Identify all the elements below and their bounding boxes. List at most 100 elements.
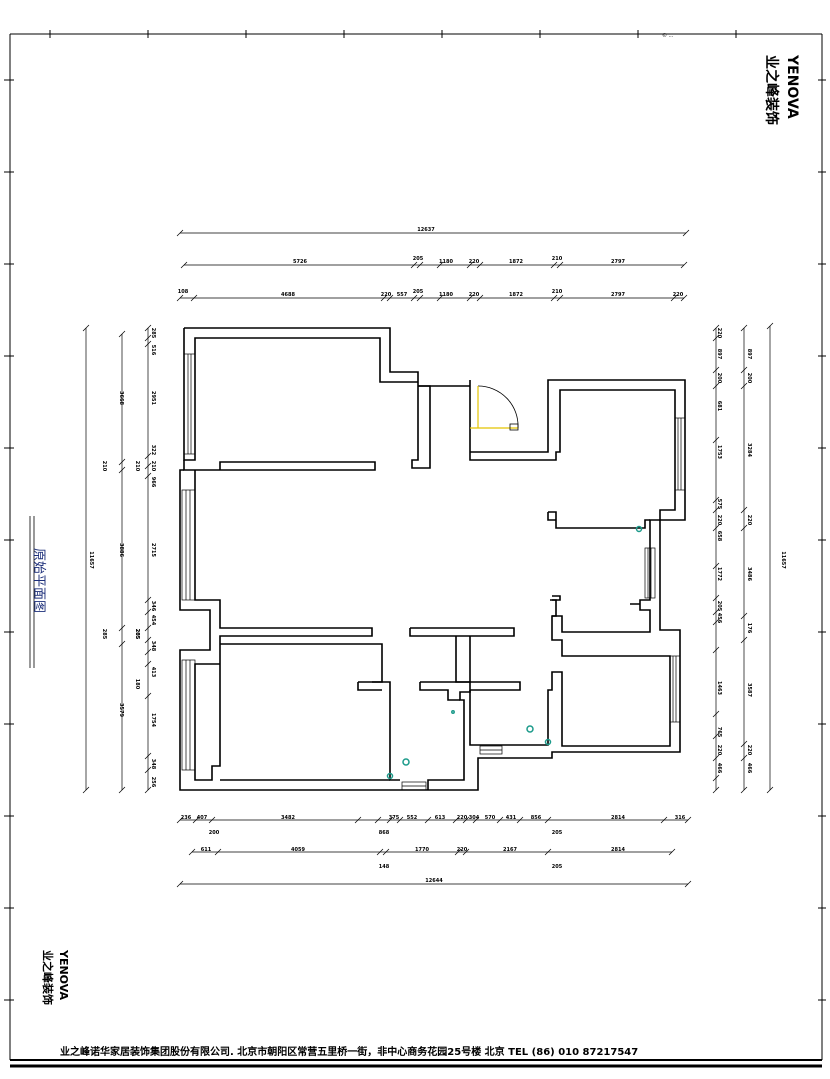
dim-right-inner: 200	[716, 373, 722, 384]
dim-right-outer: 466	[746, 763, 752, 774]
dimension-tick	[208, 816, 216, 824]
dimension-tick	[424, 816, 432, 824]
dimension-tick	[556, 261, 564, 269]
dim-left-inner: 2951	[150, 391, 156, 405]
dimension-tick	[766, 322, 774, 330]
logo-brand-en: YENOVA	[784, 55, 800, 119]
dimension-tick	[462, 848, 470, 856]
dimension-tick	[740, 324, 748, 332]
dimension-tick	[410, 294, 418, 302]
dimension-tick	[740, 754, 748, 762]
dim-bottom-r1-sub: 200	[209, 830, 220, 836]
dim-right-inner: 205	[716, 601, 722, 612]
dim-left-mid: 3668	[118, 391, 124, 405]
dim-top-r1: 220	[469, 259, 480, 265]
dim-right-inner: 575	[716, 499, 722, 510]
dimension-tick	[118, 786, 126, 794]
dimension-tick	[176, 816, 184, 824]
entry-door	[470, 385, 519, 431]
dimension-tick	[556, 294, 564, 302]
dim-bottom-r2: 1770	[415, 847, 429, 853]
dimension-tick	[668, 848, 676, 856]
dimension-tick	[354, 816, 362, 824]
dimension-tick	[144, 636, 152, 644]
dimension-tick	[144, 452, 152, 460]
dim-bottom-r1: 431	[506, 815, 517, 821]
fixture-drain	[386, 772, 394, 780]
dim-bottom-r1: 316	[675, 815, 686, 821]
dim-right-outer: 220	[746, 515, 752, 526]
dimension-tick	[176, 294, 184, 302]
dim-right-inner: 897	[716, 349, 722, 360]
dimension-tick	[144, 340, 152, 348]
dimension-tick	[550, 261, 558, 269]
dim-bottom-r2-sub: 205	[552, 864, 563, 870]
company-footer: 业之峰诺华家居装饰集团股份有限公司. 北京市朝阳区常营五里桥一街，非中心商务花园…	[60, 1047, 639, 1058]
dim-left-inner: 180	[134, 679, 140, 690]
dim-left-inner: 205	[134, 629, 140, 640]
dim-bottom-r1: 570	[485, 815, 496, 821]
logo-brand-cn: 业之峰装饰	[41, 950, 54, 1005]
dimension-tick	[670, 294, 678, 302]
dim-left-inner: 454	[150, 615, 156, 626]
dimension-tick	[740, 382, 748, 390]
dimension-tick	[476, 294, 484, 302]
dimension-tick	[416, 294, 424, 302]
dimension-tick	[376, 848, 384, 856]
dimension-tick	[416, 261, 424, 269]
dimension-tick	[462, 816, 470, 824]
dim-right-inner: 658	[716, 531, 722, 542]
dimension-tick	[436, 261, 444, 269]
dimension-tick	[144, 660, 152, 668]
dim-left-inner: 348	[150, 641, 156, 652]
dimension-tick	[466, 261, 474, 269]
dimension-tick	[712, 774, 720, 782]
dim-right-outer: 3587	[746, 683, 752, 697]
dimension-tick	[144, 752, 152, 760]
dim-bottom-r1: 3482	[281, 815, 295, 821]
dim-bottom-r1: 236	[181, 815, 192, 821]
dimension-tick	[118, 458, 126, 466]
dimension-tick	[740, 636, 748, 644]
fixture-drain	[402, 758, 410, 766]
dim-top-r2: 2797	[611, 292, 625, 298]
dimension-tick	[386, 294, 394, 302]
logo-icon: YENOVA 业之峰装饰	[756, 55, 802, 145]
dim-bottom-r2: 611	[201, 847, 212, 853]
dim-bottom-r1-sub: 868	[379, 830, 390, 836]
dim-bottom-r2: 2167	[503, 847, 517, 853]
dim-left-inner: 285	[150, 328, 156, 339]
drawing-title: 原始平面图	[31, 548, 54, 668]
dimension-tick	[712, 594, 720, 602]
dim-bottom-r1: 304	[469, 815, 480, 821]
dim-top-r2: 1180	[439, 292, 453, 298]
dim-left-outer: 210	[134, 461, 140, 472]
dimension-tick	[118, 466, 126, 474]
dim-bottom-r1: 407	[197, 815, 208, 821]
dimension-tick	[712, 608, 720, 616]
dimension-tick	[766, 786, 774, 794]
dimension-tick	[144, 596, 152, 604]
dimension-tick	[382, 848, 390, 856]
dimension-tick	[684, 816, 692, 824]
plumbing-fixtures	[386, 525, 643, 780]
dim-right-overall: 11657	[780, 551, 786, 569]
dimension-tick	[712, 496, 720, 504]
dimension-tick	[712, 436, 720, 444]
dim-right-outer: 3284	[746, 443, 752, 457]
dim-top-r2: 210	[552, 289, 563, 295]
dimension-tick	[712, 786, 720, 794]
dimension-tick	[144, 766, 152, 774]
dimension-tick	[380, 294, 388, 302]
dim-right-inner: 220	[716, 328, 722, 339]
dim-right-inner: 220	[716, 515, 722, 526]
dim-top-r2: 4688	[281, 292, 295, 298]
dim-left-inner: 322	[150, 445, 156, 456]
dimension-tick	[550, 294, 558, 302]
dim-top-r2: 220	[381, 292, 392, 298]
dimension-tick	[740, 786, 748, 794]
dim-top-r2: 1872	[509, 292, 523, 298]
dim-left-inner: 346	[150, 601, 156, 612]
title-underline	[29, 516, 35, 668]
